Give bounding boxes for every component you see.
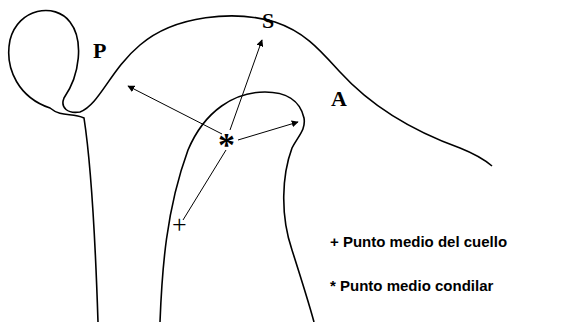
outer-contour (9, 10, 492, 322)
region-letter: P (93, 40, 106, 62)
region-letter: S (262, 10, 274, 32)
radius-p (128, 86, 222, 134)
radius-a (238, 122, 298, 140)
point-symbol: * (218, 128, 235, 162)
legend-note: * Punto medio condilar (330, 278, 493, 293)
region-letter: A (331, 88, 347, 110)
legend-note: + Punto medio del cuello (330, 234, 507, 249)
radius-s (230, 40, 262, 130)
inner-contour (160, 92, 314, 322)
point-symbol: + (172, 212, 187, 238)
